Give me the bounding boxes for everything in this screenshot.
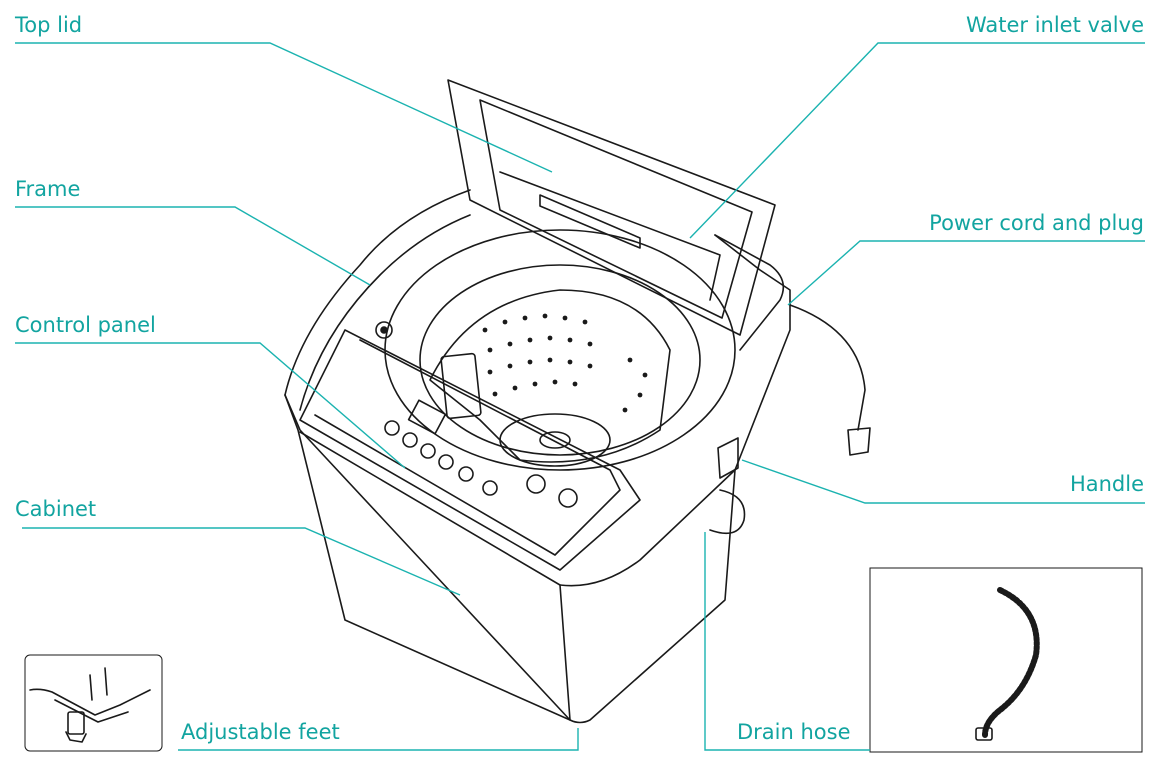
tub-rim [384, 229, 736, 471]
cabinet-left-face [284, 394, 571, 721]
leader-top-lid [15, 42, 553, 173]
cabinet-right-edge [559, 469, 736, 587]
foot-screw [67, 711, 85, 735]
label-adjustable-feet: Adjustable feet [181, 720, 340, 744]
leader-lines [15, 42, 1145, 751]
label-control-panel: Control panel [15, 313, 156, 337]
control-panel-inner [314, 339, 621, 556]
label-drain-hose: Drain hose [737, 720, 851, 744]
drain-hose-attached [709, 489, 746, 535]
drum-wall [429, 289, 671, 463]
label-cabinet: Cabinet [15, 497, 97, 521]
lid-inner-ledge [499, 171, 721, 301]
pulsator [499, 413, 611, 467]
lid-inner [479, 99, 753, 319]
power-cord [789, 304, 866, 431]
machine-illustration [29, 79, 1040, 743]
foot-inset-drawing [29, 667, 151, 743]
panel-button-3 [420, 443, 436, 459]
label-top-lid: Top lid [15, 13, 83, 37]
detergent-cup [375, 321, 393, 339]
frame-outline [284, 189, 471, 396]
leader-cabinet [22, 527, 461, 596]
hose-clamp [975, 727, 993, 741]
drum-holes [482, 313, 648, 413]
cabinet-outline [284, 234, 791, 724]
lid-handle-slot [539, 194, 641, 249]
power-plug [847, 427, 871, 456]
panel-knob-2 [558, 488, 578, 508]
panel-knob-1 [526, 474, 546, 494]
leader-adjustable-feet [178, 728, 579, 751]
panel-button-4 [438, 454, 454, 470]
leader-power-cord [787, 240, 1145, 306]
panel-button-6 [482, 480, 498, 496]
label-power-cord: Power cord and plug [929, 211, 1144, 235]
label-handle: Handle [1069, 472, 1144, 496]
leader-drain-hose [704, 532, 870, 751]
label-frame: Frame [15, 177, 81, 201]
frame-top-right [714, 234, 785, 351]
label-water-inlet-valve: Water inlet valve [965, 13, 1144, 37]
panel-button-1 [384, 420, 400, 436]
detergent-cup-dot [380, 326, 388, 334]
drain-hose-drawing [982, 587, 1040, 738]
panel-button-5 [458, 466, 474, 482]
handle-recess [717, 437, 739, 479]
panel-button-2 [402, 432, 418, 448]
leader-frame [15, 206, 371, 286]
leader-water-inlet-valve [689, 42, 1145, 239]
lint-filter [440, 352, 482, 420]
leader-control-panel [15, 342, 406, 469]
frame-inner [299, 214, 471, 411]
lid-outline [447, 79, 776, 336]
leader-handle [741, 459, 1145, 504]
feet-inset-box [24, 654, 163, 752]
display-window [407, 399, 447, 435]
tub-inner [419, 264, 701, 456]
pulsator-center [539, 431, 571, 449]
inset-boxes [24, 567, 1143, 753]
control-panel-outline [299, 329, 641, 571]
hose-inset-box [869, 567, 1143, 753]
